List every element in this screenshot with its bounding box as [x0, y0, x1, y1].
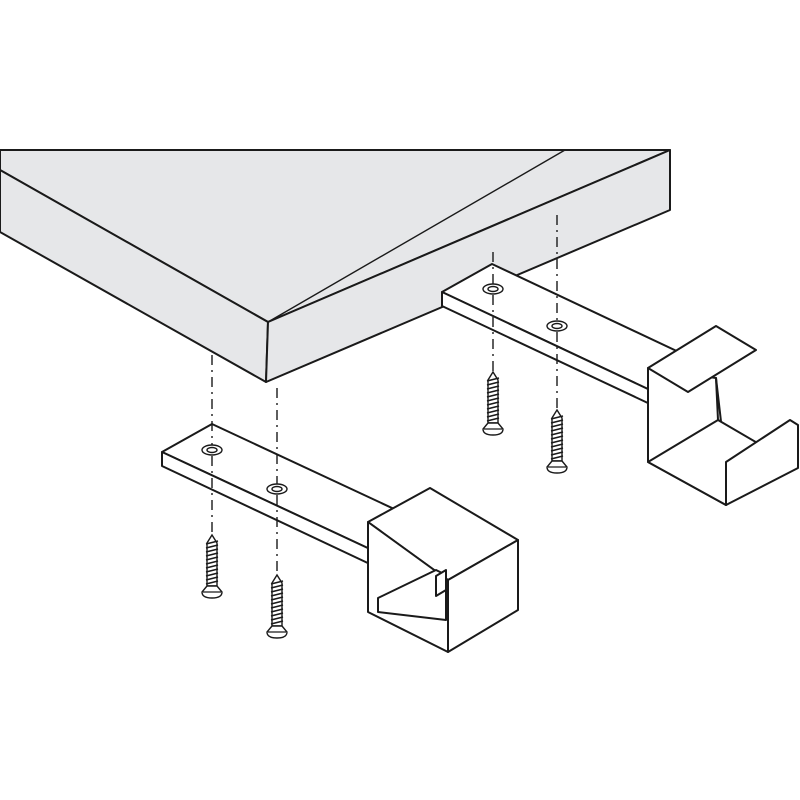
bracket-front [161, 423, 519, 653]
bracket-front-channel-notch [435, 569, 447, 597]
bracket-back-hole-1-inner [487, 285, 499, 293]
bracket-back-channel-lip [725, 419, 799, 506]
screw [546, 408, 568, 474]
screws [201, 370, 568, 639]
shelf-top-seam [267, 149, 566, 323]
screw [266, 573, 288, 639]
bracket-back [441, 263, 799, 506]
alignment-lines [211, 215, 558, 575]
shelf-board [0, 149, 671, 383]
screw [482, 370, 504, 436]
bracket-back-hole-2-inner [551, 322, 563, 330]
bracket-front-channel-right-wall [447, 539, 519, 653]
bracket-front-channel-inner [377, 569, 447, 621]
screw [201, 533, 223, 599]
bracket-front-hole-1-inner [206, 446, 218, 454]
bracket-back-channel-top [647, 325, 757, 393]
bracket-back-hole-2 [546, 320, 568, 332]
shelf-right-edge [265, 149, 671, 383]
bracket-front-hole-2-inner [271, 485, 283, 493]
